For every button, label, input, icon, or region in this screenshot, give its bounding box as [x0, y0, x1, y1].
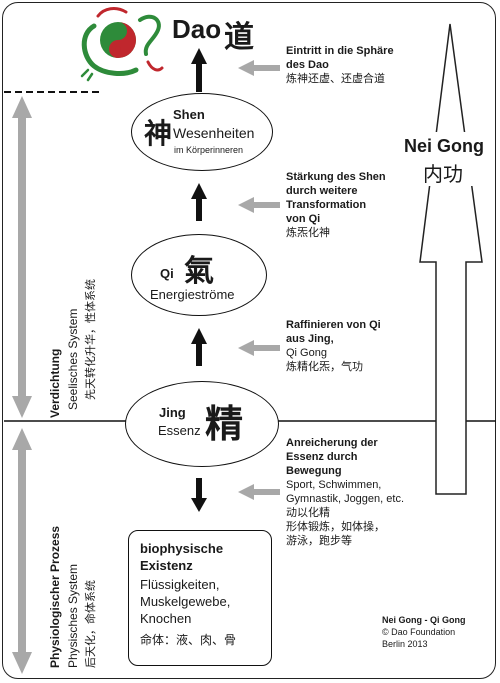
footer-line2: © Dao Foundation [382, 627, 456, 637]
physisches-cn-block: 后天化，命体系统 [84, 580, 98, 668]
footer-line1: Nei Gong - Qi Gong [382, 615, 466, 625]
jing-line1: Essenz [158, 423, 201, 438]
dao-title: Dao [172, 14, 222, 44]
note-jing-line2: Essenz durch [286, 451, 358, 463]
qi-line1: Energieströme [150, 287, 235, 302]
note-shen-line3: Transformation [286, 199, 367, 211]
bio-title2: Existenz [140, 558, 193, 573]
diagram-frame [2, 2, 496, 679]
note-qi-chinese: 炼精化炁，气功 [286, 360, 363, 373]
note-jing-chinese3: 游泳，跑步等 [286, 534, 352, 547]
jing-ellipse [125, 381, 279, 467]
shen-label: Shen [173, 107, 205, 122]
dao-character: 道 [224, 20, 254, 55]
note-jing: Anreicherung der Essenz durch Bewegung S… [286, 436, 436, 548]
shen-line1: Wesenheiten [173, 125, 255, 141]
bio-title1: biophysische [140, 541, 224, 556]
qi-label: Qi [160, 266, 174, 281]
seelisches-cn-block: 先天转化升华，性体系统 [84, 279, 98, 400]
bio-box [128, 530, 272, 666]
shen-line2: im Körperinneren [174, 145, 244, 155]
bio-line3: Knochen [140, 611, 192, 626]
note-jing-line1: Anreicherung der [286, 437, 378, 449]
note-qi-line2: aus Jing, [286, 333, 334, 345]
verdichtung-label: Verdichtung [48, 348, 62, 418]
neigong-label: Nei Gong [404, 136, 484, 156]
note-jing-line3: Bewegung [286, 465, 342, 477]
neigong-label-bg [401, 132, 495, 186]
seelisches-chinese: 先天转化升华，性体系统 [84, 279, 97, 400]
note-shen-chinese: 炼炁化神 [286, 226, 330, 239]
note-shen-line4: von Qi [286, 213, 321, 225]
dao-logo [80, 7, 164, 82]
gray-left-arrows [238, 60, 280, 500]
physiologisch-arrow [12, 428, 32, 674]
footer-line3: Berlin 2013 [382, 639, 428, 649]
note-jing-line4: Sport, Schwimmen, [286, 479, 382, 491]
bio-line1: Flüssigkeiten, [140, 577, 220, 592]
physiologisch-block: Physiologischer Prozess [48, 526, 63, 668]
physisches-block: Physisches System [66, 564, 81, 668]
qi-ellipse [131, 234, 267, 316]
seelisches-block: Seelisches System [66, 309, 81, 410]
note-shen-line2: durch weitere [286, 185, 358, 197]
jing-label: Jing [159, 405, 186, 420]
bio-line2: Muskelgewebe, [140, 594, 231, 609]
physiologisch-label: Physiologischer Prozess [48, 525, 62, 668]
note-jing-chinese1: 动以化精 [286, 506, 330, 519]
note-qi: Raffinieren von Qi aus Jing, Qi Gong 炼精化… [286, 318, 416, 374]
note-jing-line5: Gymnastik, Joggen, etc. [286, 493, 404, 505]
note-dao-line2: des Dao [286, 59, 329, 71]
bio-chinese: 命体：液、肉、骨 [140, 633, 237, 647]
neigong-chinese: 内功 [423, 162, 463, 186]
central-arrows [191, 48, 207, 512]
shen-character: 神 [144, 117, 173, 150]
verdichtung-arrow [12, 96, 32, 418]
note-qi-line1: Raffinieren von Qi [286, 319, 381, 331]
qi-character: 氣 [184, 254, 214, 289]
note-dao: Eintritt in die Sphäre des Dao 炼神还虚、还虚合道 [286, 44, 436, 86]
physisches-chinese: 后天化，命体系统 [84, 580, 97, 668]
jing-character: 精 [205, 401, 244, 446]
shen-ellipse [131, 93, 273, 171]
note-dao-chinese: 炼神还虚、还虚合道 [286, 72, 385, 85]
verdichtung-block: Verdichtung [48, 349, 63, 418]
note-dao-line1: Eintritt in die Sphäre [286, 45, 394, 57]
note-qi-line3: Qi Gong [286, 347, 327, 359]
note-shen: Stärkung des Shen durch weitere Transfor… [286, 170, 416, 240]
note-jing-chinese2: 形体锻炼，如体操， [286, 520, 385, 533]
seelisches-label: Seelisches System [66, 308, 80, 410]
note-shen-line1: Stärkung des Shen [286, 171, 386, 183]
physisches-label: Physisches System [66, 563, 80, 668]
neigong-arrow [419, 23, 483, 495]
footer: Nei Gong - Qi Gong © Dao Foundation Berl… [382, 614, 466, 650]
